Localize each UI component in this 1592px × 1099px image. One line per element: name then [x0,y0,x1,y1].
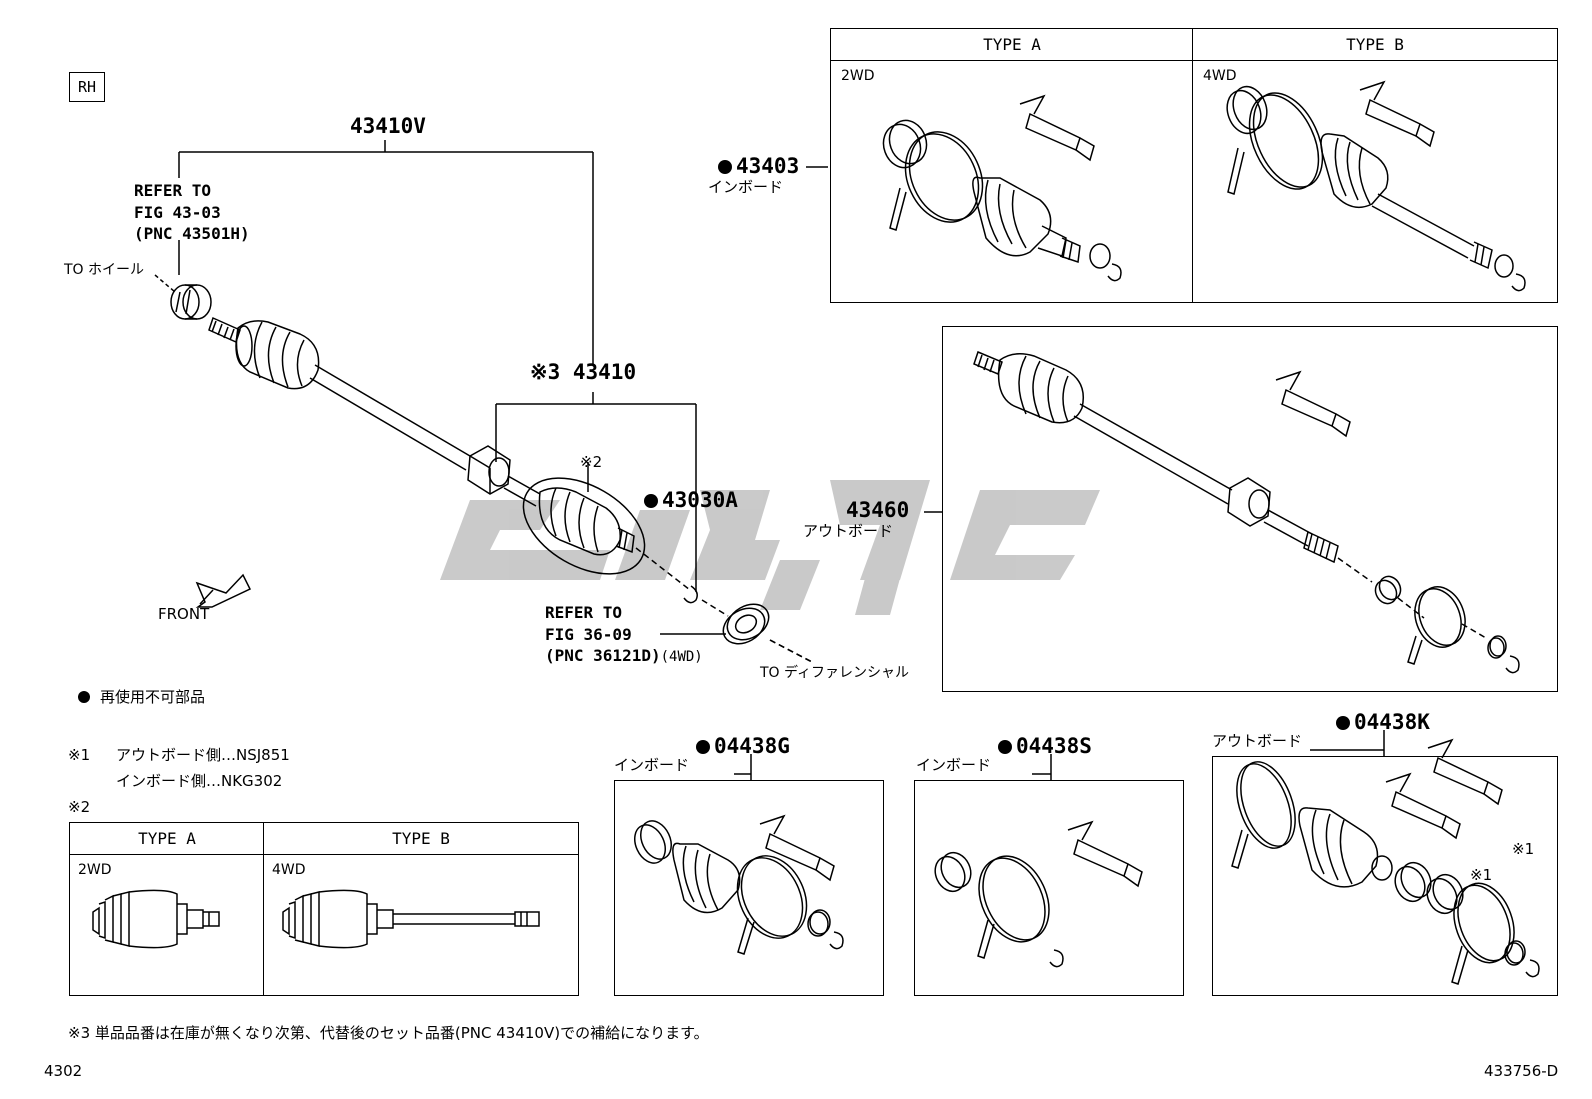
rh-label: RH [69,72,105,102]
outer-cv-boot [235,320,320,390]
box-43460 [942,326,1558,692]
note1-line1: アウトボード側…NSJ851 [116,746,290,764]
legend-non-reusable: 再使用不可部品 [78,690,205,705]
note3-text: ※3 単品品番は在庫が無くなり次第、代替後のセット品番(PNC 43410V)で… [68,1024,709,1042]
note2-mark: ※2 [68,798,91,816]
boot-kit-k-art [1231,730,1540,985]
refer-hub-line1: REFER TO [134,181,212,200]
front-label: FRONT [158,605,210,623]
refer-seal-line3-text: (PNC 36121D) [545,646,661,666]
refer-seal-line1: REFER TO [545,603,623,622]
to-differential-label: TO ディファレンシャル [760,665,910,681]
pn-04438g-desc: インボード [614,756,690,774]
type-a-parts [882,94,1122,282]
note1-mark: ※1 [68,746,91,764]
boot-kit-g-art [634,754,844,955]
note1-line2: インボード側…NKG302 [116,772,283,790]
pn-04438k: 04438K [1336,712,1430,733]
kit-k-mark-lower: ※1 [1470,866,1493,884]
center-bearing [467,445,511,495]
type-b-parts [1226,80,1526,292]
footer-figure-code: 433756-D [1484,1062,1559,1080]
bracket-43410v [178,140,594,366]
non-reusable-dot [644,494,658,508]
inner-joint-note-mark: ※2 [580,453,603,471]
pn-43460: 43460 [846,498,910,522]
box-04438g [614,780,884,996]
box-04438k [1212,756,1558,996]
refer-seal-block: REFER TO FIG 36-09 (PNC 36121D)(4WD) [545,602,703,667]
inner-joint [538,487,635,556]
main-shaft [309,364,471,471]
pn-04438s-desc: インボード [916,756,992,774]
refer-hub-block: REFER TO FIG 43-03 (PNC 43501H) [134,180,250,245]
note2-type-a-joint [92,889,220,949]
non-reusable-dot [718,160,732,174]
header-type-a: TYPE A [831,29,1193,61]
hub-nut [170,284,212,320]
refer-hub-line2: FIG 43-03 [134,202,221,222]
to-wheel-label: TO ホイール [64,262,145,278]
refer-seal-line2: FIG 36-09 [545,624,632,644]
label-2wd: 2WD [841,68,875,84]
non-reusable-dot [1336,716,1350,730]
snap-ring [683,585,698,604]
refer-hub-line3: (PNC 43501H) [134,224,250,244]
pn-43410: ※3 43410 [530,360,637,384]
note2-joint-art [92,889,540,949]
pn-43030a-text: 43030A [662,488,738,512]
bracket-43410 [495,392,697,592]
boot-kit-43403-art [882,80,1526,292]
front-arrow [195,573,252,608]
pn-04438k-desc: アウトボード [1212,732,1303,750]
pn-43030a: 43030A [644,490,738,511]
pn-43403-text: 43403 [736,154,800,178]
legend-dot [78,691,90,703]
box-note2-types: TYPE A TYPE B 2WD 4WD [69,822,579,996]
note2-header-type-a: TYPE A [70,823,264,855]
non-reusable-dot [696,740,710,754]
non-reusable-dot [998,740,1012,754]
note2-label-2wd: 2WD [78,862,112,878]
box-04438s [914,780,1184,996]
footer-page-code: 4302 [44,1062,83,1080]
inner-joint-circle [522,477,646,575]
pn-04438g-text: 04438G [714,734,790,758]
pn-04438k-text: 04438K [1354,710,1430,734]
pn-43403-desc: インボード [708,178,784,196]
legend-non-reusable-text: 再使用不可部品 [100,688,206,706]
outboard-shaft-43460-art [973,350,1520,674]
note2-type-b-joint [282,889,540,949]
box-43403-types: TYPE A TYPE B 2WD 4WD [830,28,1558,303]
four-wd-note: (4WD) [660,649,703,666]
oil-seal [722,603,770,645]
pn-43410v: 43410V [350,114,426,138]
refer-seal-line3: (PNC 36121D)(4WD) [545,645,703,667]
label-4wd: 4WD [1203,68,1237,84]
header-type-b: TYPE B [1193,29,1557,61]
note2-header-type-b: TYPE B [264,823,578,855]
note2-label-4wd: 4WD [272,862,306,878]
outer-spline [208,316,241,344]
pn-04438g: 04438G [696,736,790,757]
boot-kit-s-art [934,754,1143,968]
kit-k-mark-upper: ※1 [1512,840,1535,858]
pn-43403: 43403 [718,156,799,177]
pn-43460-desc: アウトボード [803,522,894,540]
pn-04438s-text: 04438S [1016,734,1092,758]
pn-04438s: 04438S [998,736,1092,757]
